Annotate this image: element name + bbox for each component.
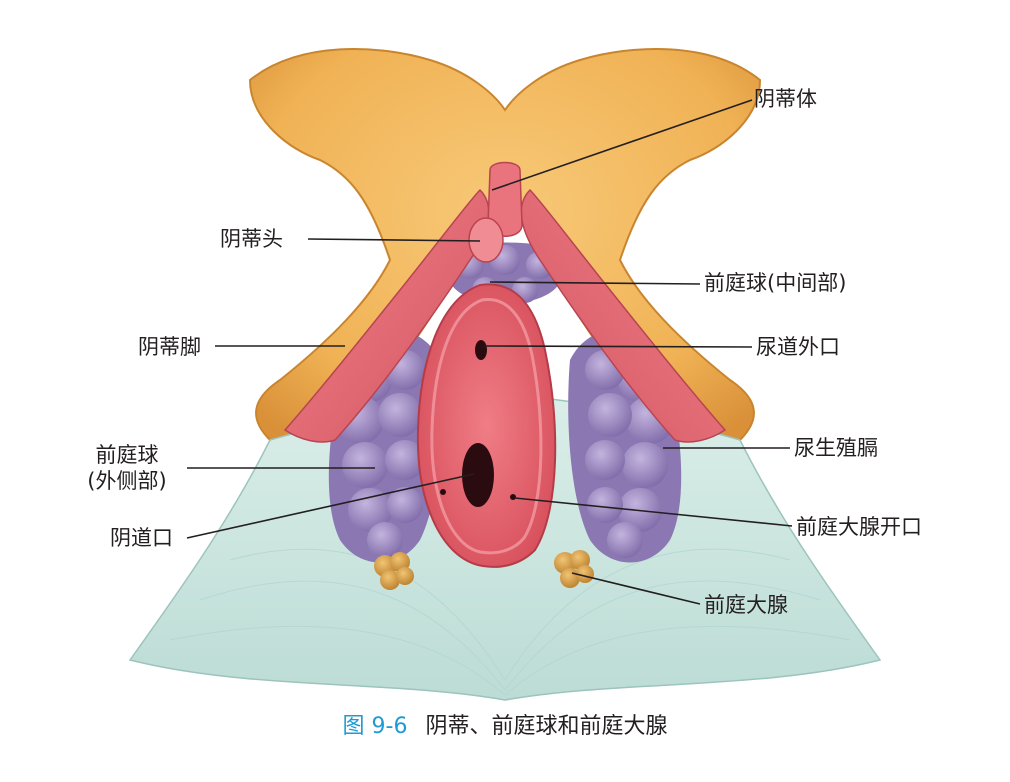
label-crus-of-clitoris: 阴蒂脚 — [138, 335, 201, 359]
label-vaginal-orifice: 阴道口 — [110, 526, 173, 550]
label-vestibular-bulb-lateral: 前庭球 (外侧部) — [72, 442, 182, 494]
label-clitoris-body: 阴蒂体 — [754, 87, 817, 111]
label-vestibular-bulb-lateral-line1: 前庭球 — [95, 443, 159, 467]
leader-vaginal-orifice — [186, 473, 475, 539]
vaginal-orifice — [462, 443, 494, 507]
label-external-urethral-orifice: 尿道外口 — [756, 335, 840, 359]
leader-external-urethral-orifice — [483, 345, 753, 348]
leader-greater-vestibular-gland — [571, 572, 701, 605]
leader-glans-clitoris — [307, 238, 481, 242]
leader-clitoris-body — [491, 99, 753, 191]
vaginal-vestibule — [416, 283, 557, 568]
greater-vestibular-gland-opening-right — [510, 494, 516, 500]
crus-of-clitoris-right — [520, 188, 727, 443]
glans-clitoris — [468, 217, 504, 263]
crus-of-clitoris-left — [283, 188, 490, 443]
leader-vestibular-bulb-middle — [489, 281, 701, 285]
label-glans-clitoris: 阴蒂头 — [220, 227, 283, 251]
figure-title: 阴蒂、前庭球和前庭大腺 — [425, 714, 668, 739]
label-urogenital-diaphragm: 尿生殖膈 — [794, 436, 878, 460]
greater-vestibular-gland-opening-left — [440, 489, 446, 495]
label-vestibular-bulb-middle: 前庭球(中间部) — [704, 271, 847, 295]
label-vestibular-bulb-lateral-line2: (外侧部) — [87, 469, 167, 493]
external-urethral-orifice — [475, 340, 487, 360]
vestibule-rim — [430, 298, 543, 555]
greater-vestibular-gland-left — [374, 552, 414, 590]
leader-lines — [186, 99, 793, 605]
figure-number: 图 9-6 — [342, 714, 408, 739]
label-greater-vestibular-gland-opening: 前庭大腺开口 — [796, 515, 922, 539]
leader-greater-vestibular-gland-opening — [514, 497, 793, 527]
figure-caption: 图 9-6 阴蒂、前庭球和前庭大腺 — [0, 713, 1010, 741]
label-greater-vestibular-gland: 前庭大腺 — [704, 593, 788, 617]
